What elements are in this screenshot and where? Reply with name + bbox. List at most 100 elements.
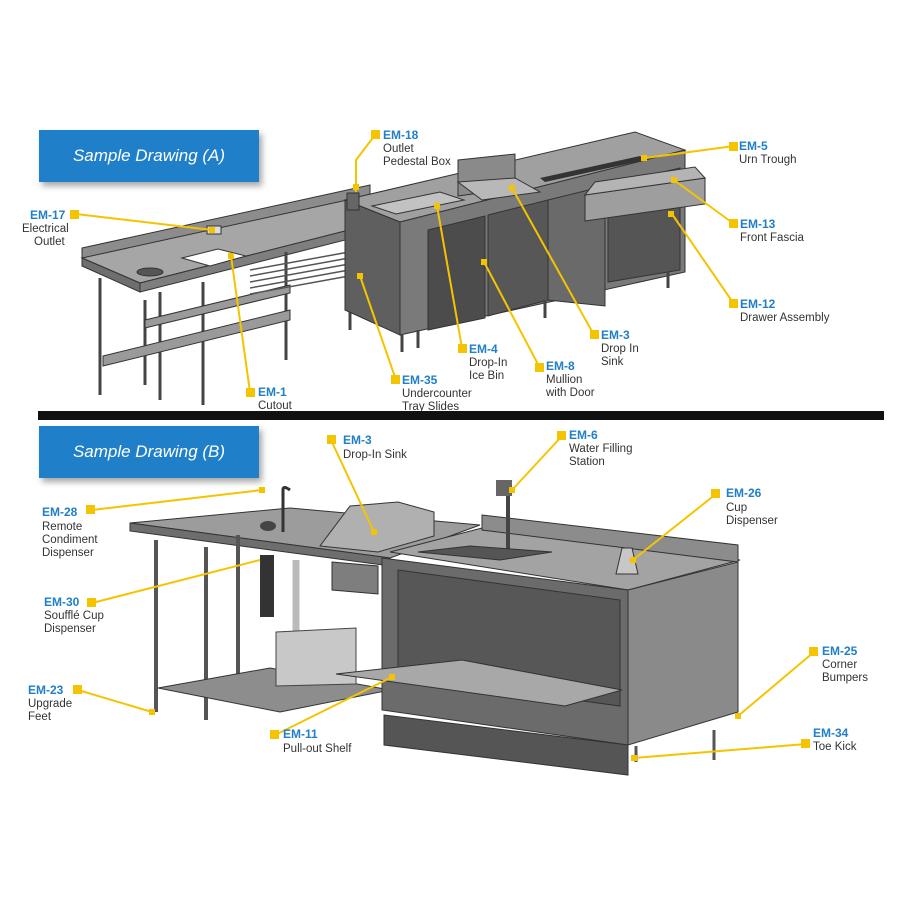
marker-em5 xyxy=(729,142,738,151)
end-em3a xyxy=(509,185,515,191)
leader-em23 xyxy=(77,689,153,713)
marker-em26 xyxy=(711,489,720,498)
drawer-box-a xyxy=(583,166,707,196)
faucet-b xyxy=(281,486,291,532)
marker-em18 xyxy=(371,130,380,139)
drawing-a-counter xyxy=(80,131,707,405)
callout-em35: EM-35 Undercounter Tray Slides xyxy=(402,371,476,413)
lower-shelf-a xyxy=(102,309,291,367)
marker-em3a xyxy=(590,330,599,339)
marker-em3b xyxy=(327,435,336,444)
callout-em3b: EM-3 Drop-In Sink xyxy=(343,431,407,461)
leader-em35 xyxy=(359,275,397,381)
callout-em12: EM-12 Drawer Assembly xyxy=(740,295,830,324)
cabinet-top-b xyxy=(389,527,741,591)
end-em35 xyxy=(357,273,363,279)
cabinet-side-a xyxy=(344,199,401,336)
end-em34 xyxy=(631,755,637,761)
marker-em34 xyxy=(801,739,810,748)
leader-em17 xyxy=(75,213,213,231)
end-em6 xyxy=(509,487,515,493)
ice-bin-compartment xyxy=(427,215,486,331)
water-station-head xyxy=(496,480,512,496)
condiment-dispenser-b xyxy=(260,521,276,531)
callout-em23: EM-23 Upgrade Feet xyxy=(28,681,77,723)
bin-b xyxy=(275,627,357,687)
marker-em13 xyxy=(729,219,738,228)
section-divider xyxy=(38,411,884,420)
leader-em1 xyxy=(230,255,251,393)
sink-compartment xyxy=(487,199,549,317)
end-em28 xyxy=(259,487,265,493)
marker-em11 xyxy=(270,730,279,739)
leader-em25 xyxy=(737,651,815,717)
end-em1 xyxy=(228,253,234,259)
cabinet-legs-a xyxy=(400,272,670,352)
urn-trough-a xyxy=(540,156,645,182)
end-em8 xyxy=(481,259,487,265)
pullout-shelf-b xyxy=(335,659,623,707)
end-em5 xyxy=(641,155,647,161)
toe-kick-b xyxy=(383,714,629,776)
callout-leaders xyxy=(75,134,815,759)
leader-em6 xyxy=(511,435,563,491)
pedestal-box-a xyxy=(346,192,360,211)
ice-bin-lid-a xyxy=(370,191,466,215)
round-hole-a xyxy=(136,267,164,277)
callout-em26: EM-26 Cup Dispenser xyxy=(726,484,778,527)
callout-em4: EM-4 Drop-In Ice Bin xyxy=(469,340,512,382)
end-em26 xyxy=(630,557,636,563)
end-em17 xyxy=(209,227,215,233)
drawing-b-counter xyxy=(129,480,741,776)
callout-labels-b: EM-3 Drop-In Sink EM-6 Water Filling Sta… xyxy=(28,426,868,755)
leader-em30 xyxy=(91,559,261,604)
section-a-title: Sample Drawing (A) xyxy=(72,146,226,165)
end-em11 xyxy=(389,674,395,680)
end-em23 xyxy=(149,709,155,715)
leader-em18 xyxy=(355,134,376,192)
callout-em6: EM-6 Water Filling Station xyxy=(569,426,637,468)
leader-em28 xyxy=(91,489,263,511)
end-em3b xyxy=(371,529,377,535)
callout-em11: EM-11 Pull-out Shelf xyxy=(283,725,352,755)
marker-em12 xyxy=(729,299,738,308)
end-em12 xyxy=(668,211,674,217)
mid-shelf-a xyxy=(144,284,291,329)
leader-em4 xyxy=(436,205,463,349)
section-b-banner: Sample Drawing (B) xyxy=(39,426,259,478)
leader-em3b xyxy=(330,439,375,533)
marker-em23 xyxy=(73,685,82,694)
leader-em11 xyxy=(274,676,393,736)
sink-bowl-b xyxy=(331,561,379,595)
leader-em26 xyxy=(632,493,717,561)
callout-em17: EM-17 Electrical Outlet xyxy=(22,206,73,248)
marker-em1 xyxy=(246,388,255,397)
end-em4 xyxy=(434,203,440,209)
callout-labels-a: EM-17 Electrical Outlet EM-18 Outlet Ped… xyxy=(22,126,830,413)
leader-em3a xyxy=(511,187,595,336)
callout-em13: EM-13 Front Fascia xyxy=(740,215,805,244)
tray-slides-a xyxy=(249,249,361,295)
marker-em8 xyxy=(535,363,544,372)
drop-in-sink-slope-a xyxy=(456,177,542,201)
callout-em28: EM-28 Remote Condiment Dispenser xyxy=(42,503,102,559)
callout-markers xyxy=(70,130,818,761)
callout-em18: EM-18 Outlet Pedestal Box xyxy=(383,126,451,168)
drop-in-sink-b xyxy=(319,501,435,553)
marker-em17 xyxy=(70,210,79,219)
callout-em25: EM-25 Corner Bumpers xyxy=(822,642,868,684)
callout-em5: EM-5 Urn Trough xyxy=(739,137,797,166)
leader-em13 xyxy=(673,179,735,225)
water-station-post xyxy=(506,496,510,554)
marker-em35 xyxy=(391,375,400,384)
cup-dispenser-b xyxy=(615,547,639,575)
section-a-banner: Sample Drawing (A) xyxy=(39,130,259,182)
leader-em5 xyxy=(644,145,735,159)
end-em13 xyxy=(671,177,677,183)
callout-em1: EM-1 Cutout xyxy=(258,383,293,412)
soufle-dispenser-tube xyxy=(260,555,274,617)
callout-em34: EM-34 Toe Kick xyxy=(813,724,857,753)
marker-em28 xyxy=(86,505,95,514)
